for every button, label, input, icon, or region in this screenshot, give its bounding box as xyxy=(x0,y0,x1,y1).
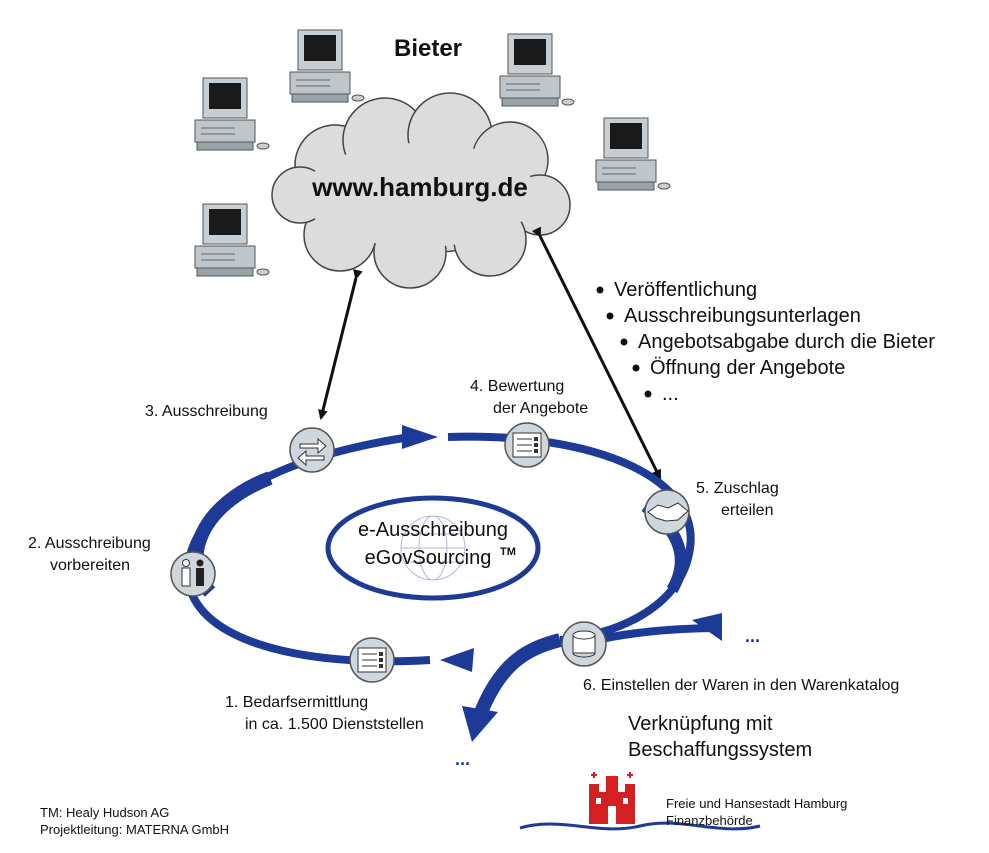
link-arrowhead xyxy=(462,706,498,742)
bullet-item: Angebotsabgabe durch die Bieter xyxy=(638,331,935,353)
step-5-label-line2: erteilen xyxy=(721,502,773,519)
step-1-label: 1. Bedarfsermittlung xyxy=(225,694,368,711)
hamburg-castle-seal-icon xyxy=(519,772,761,831)
needs-list-icon xyxy=(349,637,395,683)
left-double-arrow xyxy=(318,269,363,420)
right-double-arrow xyxy=(531,226,662,480)
ring-arrowhead xyxy=(440,648,474,672)
incoming-arrowhead xyxy=(692,613,722,641)
bullet-list: Veröffentlichung Ausschreibungsunterlage… xyxy=(596,279,935,405)
bidder-computer-icon xyxy=(595,117,671,191)
bidder-computer-icon xyxy=(194,203,270,277)
evaluation-list-icon xyxy=(504,422,550,468)
step-6-label: 6. Einstellen der Waren in den Warenkata… xyxy=(583,677,899,694)
step-4-label-line2: der Angebote xyxy=(493,400,588,417)
org-department: Finanzbehörde xyxy=(666,813,753,828)
handshake-icon xyxy=(644,489,690,535)
bullet-item: Ausschreibungsunterlagen xyxy=(624,305,861,327)
trademark-mark: TM xyxy=(500,546,516,558)
footer-trademark: TM: Healy Hudson AG xyxy=(40,805,169,820)
link-label: Verknüpfung mit xyxy=(628,713,773,735)
people-icon xyxy=(170,551,216,597)
footer-project-lead: Projektleitung: MATERNA GmbH xyxy=(40,822,229,837)
bidder-computer-icon xyxy=(289,29,365,103)
bidder-computer-icon xyxy=(499,33,575,107)
bullet-item: ... xyxy=(662,383,679,405)
more-inputs-ellipsis: ... xyxy=(745,626,760,646)
center-ellipse xyxy=(325,495,541,601)
center-title: e-Ausschreibung xyxy=(358,519,508,541)
step-1-label-line2: in ca. 1.500 Dienststellen xyxy=(245,716,424,733)
bidder-computer-icon xyxy=(194,77,270,151)
tender-arrows-icon xyxy=(289,427,335,473)
step-5-label: 5. Zuschlag xyxy=(696,480,779,497)
bidders-title: Bieter xyxy=(394,35,462,62)
ring-arrowhead xyxy=(402,425,438,449)
more-links-ellipsis: ... xyxy=(455,749,470,769)
step-3-label: 3. Ausschreibung xyxy=(145,403,268,420)
bullet-item: Öffnung der Angebote xyxy=(650,357,845,379)
globe-icon xyxy=(400,515,466,581)
step-2-label-line2: vorbereiten xyxy=(50,557,130,574)
step-2-label: 2. Ausschreibung xyxy=(28,535,151,552)
center-subtitle: eGovSourcing xyxy=(365,547,492,569)
cloud-label: www.hamburg.de xyxy=(311,172,528,202)
step-4-label: 4. Bewertung xyxy=(470,378,564,395)
org-name: Freie und Hansestadt Hamburg xyxy=(666,796,847,811)
bullet-item: Veröffentlichung xyxy=(614,279,757,301)
database-icon xyxy=(561,621,607,667)
link-label-line2: Beschaffungssystem xyxy=(628,739,812,761)
